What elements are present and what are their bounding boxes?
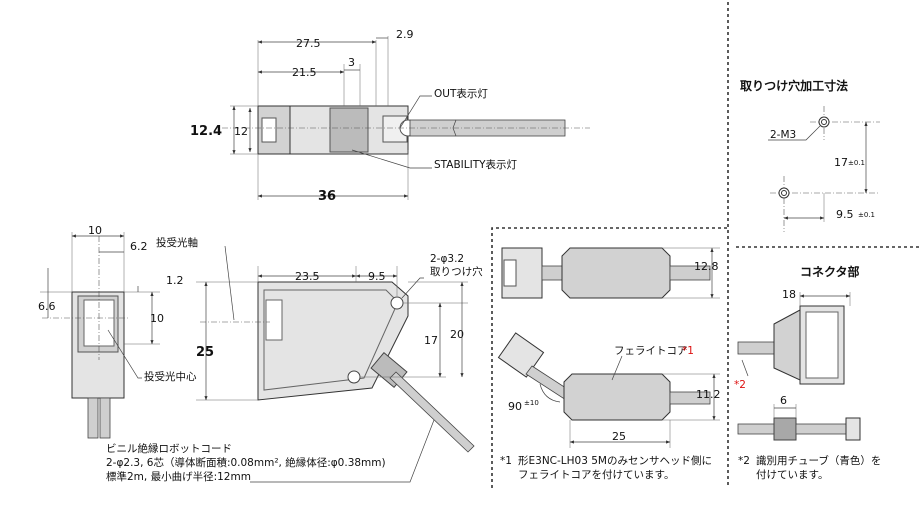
dim-12: 12 bbox=[234, 125, 248, 138]
connector-section: コネクタ部 18 *2 6 *2 識別用チューブ（青色）を 付けています。 bbox=[734, 264, 881, 481]
side-view: 投受光軸 23.5 9.5 2-φ3.2 取りつけ穴 25 17 20 bbox=[156, 236, 483, 453]
dim-36: 36 bbox=[318, 189, 336, 204]
mounting-title: 取りつけ穴加工寸法 bbox=[740, 78, 848, 93]
dim-17: 17 bbox=[424, 334, 438, 347]
ferrite-core-label: フェライトコア bbox=[614, 345, 688, 357]
m3-label: 2-M3 bbox=[770, 129, 796, 141]
axis-label: 投受光軸 bbox=[156, 236, 198, 249]
ferrite-section: 12.8 フェライトコア *1 90 ±10 11.2 25 *1 形E3NC-… bbox=[497, 247, 721, 481]
dim-27-5: 27.5 bbox=[296, 37, 321, 50]
front-view: 10 6.2 1.2 6.6 10 投受光中心 bbox=[38, 224, 197, 439]
center-label: 投受光中心 bbox=[144, 370, 197, 383]
stability-indicator-label: STABILITY表示灯 bbox=[434, 158, 518, 171]
dim-17-tol: ±0.1 bbox=[848, 159, 865, 167]
cable-note-line3: 標準2m, 最小曲げ半径:12mm bbox=[106, 470, 251, 483]
dim-25: 25 bbox=[196, 345, 214, 360]
dim-6: 6 bbox=[780, 394, 787, 407]
connector-note-mark: *2 bbox=[738, 455, 750, 467]
dim-23-5: 23.5 bbox=[295, 270, 320, 283]
dim-9-5-tol: ±0.1 bbox=[858, 211, 875, 219]
dim-17-mount: 17 bbox=[834, 156, 848, 169]
ferrite-note-line2: フェライトコアを付けています。 bbox=[518, 468, 674, 481]
cable-note: ビニル絶縁ロボットコード 2-φ2.3, 6芯（導体断面積:0.08mm², 絶… bbox=[106, 419, 435, 483]
hole-label-1: 2-φ3.2 bbox=[430, 253, 464, 265]
dim-1-2: 1.2 bbox=[166, 274, 184, 287]
dim-2-9: 2.9 bbox=[396, 28, 414, 41]
ferrite-core-top bbox=[561, 247, 671, 299]
dim-90-tol: ±10 bbox=[524, 399, 539, 407]
dim-9-5-mount: 9.5 bbox=[836, 208, 854, 221]
connector-note-line1: 識別用チューブ（青色）を bbox=[756, 454, 881, 467]
connector-note-line2: 付けています。 bbox=[756, 468, 828, 481]
dim-90: 90 bbox=[508, 400, 522, 413]
dim-6-2: 6.2 bbox=[130, 240, 148, 253]
dim-25-ferrite: 25 bbox=[612, 430, 626, 443]
connector-title: コネクタ部 bbox=[800, 264, 860, 279]
dim-9-5: 9.5 bbox=[368, 270, 386, 283]
dim-21-5: 21.5 bbox=[292, 66, 317, 79]
ferrite-note-mark: *1 bbox=[500, 455, 512, 467]
dim-12-4: 12.4 bbox=[190, 124, 222, 139]
hole-label-2: 取りつけ穴 bbox=[430, 265, 483, 278]
ferrite-core-bottom bbox=[563, 373, 671, 421]
dim-10b: 10 bbox=[150, 312, 164, 325]
top-view: 27.5 2.9 21.5 3 12.4 12 36 OUT表示灯 STABIL… bbox=[190, 28, 590, 204]
cable-note-line2: 2-φ2.3, 6芯（導体断面積:0.08mm², 絶縁体径:φ0.38mm) bbox=[106, 456, 386, 469]
connector-mark: *2 bbox=[734, 379, 746, 391]
dim-18: 18 bbox=[782, 288, 796, 301]
ferrite-note-line1: 形E3NC-LH03 5Mのみセンサヘッド側に bbox=[518, 454, 712, 467]
dim-20: 20 bbox=[450, 328, 464, 341]
out-indicator-label: OUT表示灯 bbox=[434, 87, 488, 100]
section-dividers bbox=[491, 2, 920, 488]
dim-3: 3 bbox=[348, 56, 355, 69]
ferrite-core-mark: *1 bbox=[682, 345, 694, 357]
cable-note-line1: ビニル絶縁ロボットコード bbox=[106, 442, 232, 455]
dim-12-8: 12.8 bbox=[694, 260, 719, 273]
dim-6-6: 6.6 bbox=[38, 300, 56, 313]
dim-10: 10 bbox=[88, 224, 102, 237]
dim-11-2: 11.2 bbox=[696, 388, 721, 401]
mounting-section: 取りつけ穴加工寸法 2-M3 17 ±0.1 9.5 ±0.1 bbox=[740, 78, 880, 232]
